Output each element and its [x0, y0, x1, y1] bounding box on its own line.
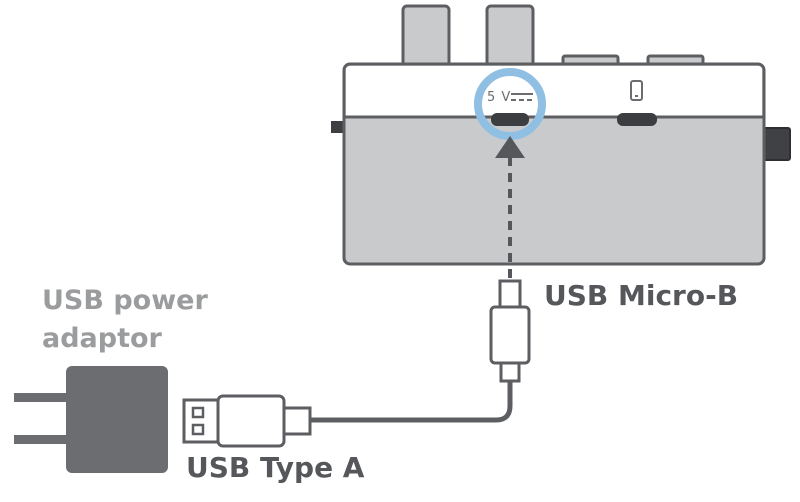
- knob-left: [401, 4, 451, 68]
- smartphone-icon: [630, 80, 643, 101]
- device-top-panel: [346, 66, 762, 116]
- usb-cable: [310, 382, 513, 423]
- adaptor-label-line2: adaptor: [42, 323, 162, 354]
- arrow-up-icon: [495, 136, 525, 278]
- dc-symbol-icon: [511, 93, 533, 101]
- power-port: [491, 113, 529, 126]
- usb-micro-b-plug: [489, 279, 531, 383]
- usb-power-adaptor: [14, 366, 168, 473]
- usb-power-adaptor-label: USB power adaptor: [42, 282, 208, 358]
- side-jack: [763, 127, 791, 161]
- device: [331, 4, 791, 266]
- side-switch: [331, 121, 343, 133]
- usb-type-a-plug: [182, 394, 312, 448]
- usb-type-a-label: USB Type A: [186, 451, 365, 484]
- adaptor-label-line1: USB power: [42, 285, 208, 316]
- voltage-label: 5 V: [487, 90, 512, 105]
- phone-port: [617, 113, 657, 126]
- usb-micro-b-label: USB Micro-B: [544, 279, 739, 312]
- knob-right: [485, 4, 535, 68]
